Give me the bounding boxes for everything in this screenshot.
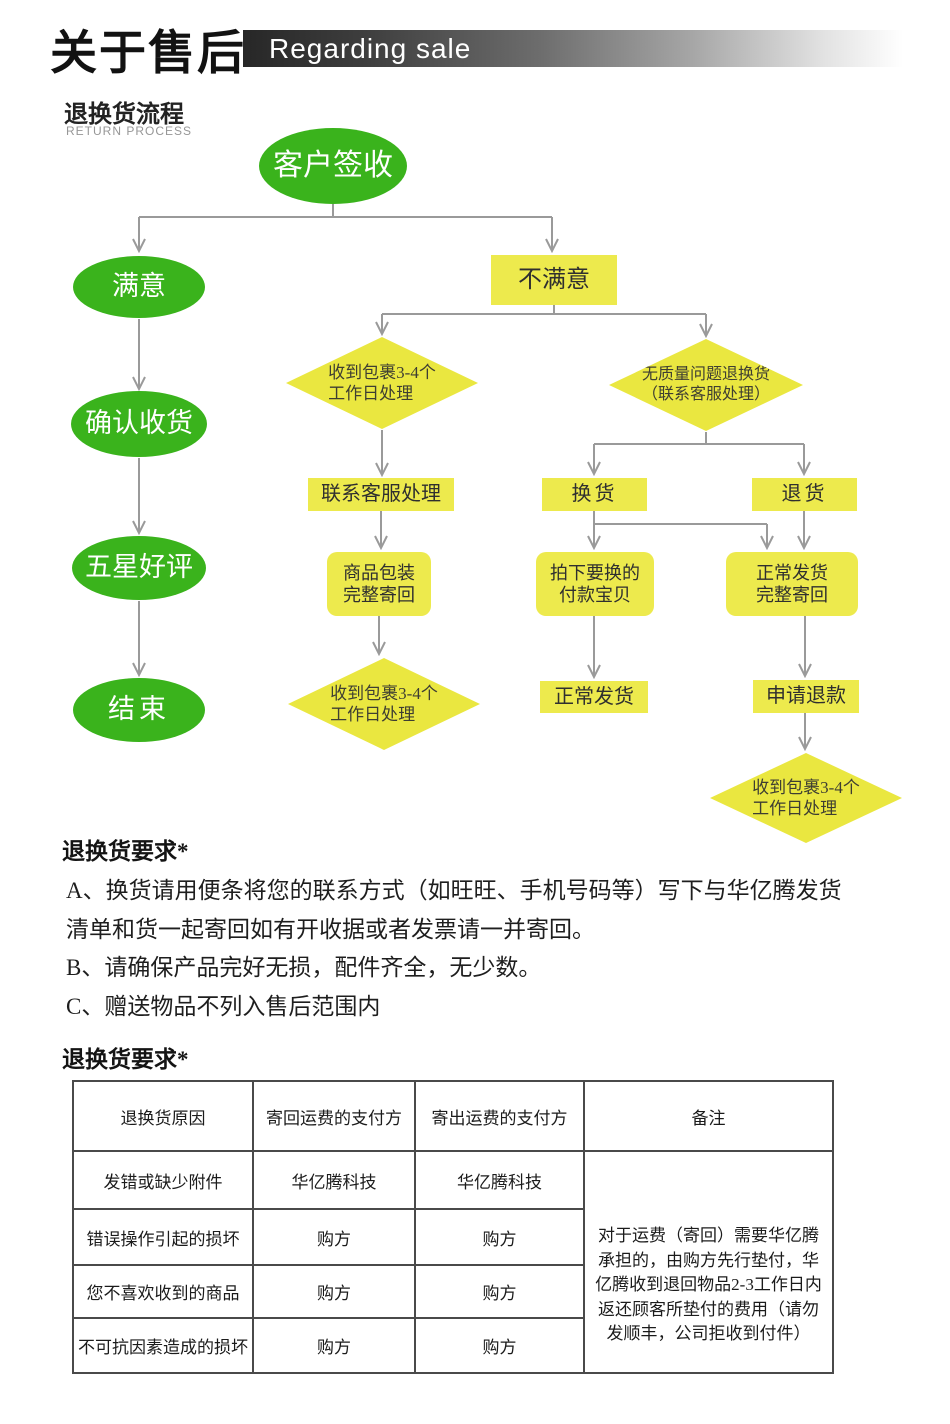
table-row: 发错或缺少附件 华亿腾科技 华亿腾科技 对于运费（寄回）需要华亿腾承担的，由购方… (72, 1150, 834, 1374)
flow-diamond-no-quality-issue-label: 无质量问题退换货 （联系客服处理） (641, 366, 770, 403)
flow-diamond-process-days-3: 收到包裹3-4个 工作日处理 (710, 753, 902, 843)
table-cell: 错误操作引起的损坏 (72, 1208, 254, 1266)
table-row: 您不喜欢收到的商品 购方 购方 (72, 1264, 833, 1319)
table-cell: 发错或缺少附件 (72, 1150, 254, 1210)
flow-section-subtitle: RETURN PROCESS (66, 124, 193, 138)
page-title: 关于售后 (50, 28, 246, 80)
return-policy-table: 退换货原因 寄回运费的支付方 寄出运费的支付方 备注 发错或缺少附件 华亿腾科技… (72, 1080, 834, 1374)
table-section-title: 退换货要求* (62, 1047, 189, 1072)
flow-diamond-process-days-3-label: 收到包裹3-4个 工作日处理 (752, 777, 860, 818)
table-cell: 华亿腾科技 (414, 1150, 585, 1210)
table-cell: 不可抗因素造成的损坏 (72, 1317, 254, 1374)
requirements-title: 退换货要求* (62, 839, 189, 864)
flow-diamond-process-days-1-label: 收到包裹3-4个 工作日处理 (328, 362, 436, 403)
flow-section-title: 退换货流程 (64, 102, 184, 128)
table-cell: 购方 (252, 1317, 416, 1374)
flow-node-normal-ship: 正常发货 (540, 681, 648, 713)
table-header-reason: 退换货原因 (72, 1080, 254, 1152)
flow-node-exchange: 换货 (542, 478, 647, 511)
table-header-row: 退换货原因 寄回运费的支付方 寄出运费的支付方 备注 (72, 1080, 834, 1152)
requirement-line-c: C、赠送物品不列入售后范围内 (66, 993, 381, 1019)
flow-node-buy-replacement: 拍下要换的 付款宝贝 (536, 552, 654, 616)
table-header-remark: 备注 (583, 1080, 834, 1152)
flow-node-satisfied: 满意 (73, 256, 205, 318)
flow-node-confirm-receipt: 确认收货 (71, 391, 207, 457)
flow-node-pack-return: 商品包装 完整寄回 (327, 552, 431, 616)
requirement-line-b: B、请确保产品完好无损，配件齐全，无少数。 (66, 955, 542, 980)
requirements-list: A、换货请用便条将您的联系方式（如旺旺、手机号码等）写下与华亿腾发货 清单和货一… (66, 872, 842, 1026)
flow-node-return: 退货 (752, 478, 857, 511)
table-cell: 您不喜欢收到的商品 (72, 1264, 254, 1319)
title-bar: Regarding sale (243, 30, 903, 67)
flow-node-contact-service: 联系客服处理 (308, 478, 454, 511)
table-remark-cell: 对于运费（寄回）需要华亿腾承担的，由购方先行垫付，华亿腾收到退回物品2-3工作日… (583, 1150, 834, 1374)
table-cell: 购方 (414, 1317, 585, 1374)
flow-diamond-process-days-2: 收到包裹3-4个 工作日处理 (288, 658, 480, 750)
flow-node-customer-sign: 客户签收 (259, 128, 407, 204)
flow-diamond-process-days-2-label: 收到包裹3-4个 工作日处理 (330, 683, 438, 724)
requirement-line-a2: 清单和货一起寄回如有开收据或者发票请一并寄回。 (66, 916, 595, 942)
flow-diamond-no-quality-issue: 无质量问题退换货 （联系客服处理） (609, 339, 803, 431)
flow-node-end: 结束 (73, 678, 205, 742)
table-header-send-freight: 寄出运费的支付方 (414, 1080, 585, 1152)
table-cell: 购方 (252, 1208, 416, 1266)
table-cell: 购方 (414, 1208, 585, 1266)
requirement-line-a: A、换货请用便条将您的联系方式（如旺旺、手机号码等）写下与华亿腾发货 (66, 878, 842, 903)
table-header-return-freight: 寄回运费的支付方 (252, 1080, 416, 1152)
table-cell: 华亿腾科技 (252, 1150, 416, 1210)
flow-node-ship-and-return: 正常发货 完整寄回 (726, 552, 858, 616)
flow-diamond-process-days-1: 收到包裹3-4个 工作日处理 (286, 337, 478, 429)
table-row: 错误操作引起的损坏 购方 购方 (72, 1208, 833, 1266)
table-row: 不可抗因素造成的损坏 购方 购方 (72, 1317, 833, 1374)
table-cell: 购方 (414, 1264, 585, 1319)
flow-node-five-star: 五星好评 (72, 536, 206, 600)
page-title-en: Regarding sale (269, 33, 472, 64)
flow-node-unsatisfied: 不满意 (491, 255, 617, 305)
flow-node-apply-refund: 申请退款 (753, 680, 859, 713)
table-cell: 购方 (252, 1264, 416, 1319)
